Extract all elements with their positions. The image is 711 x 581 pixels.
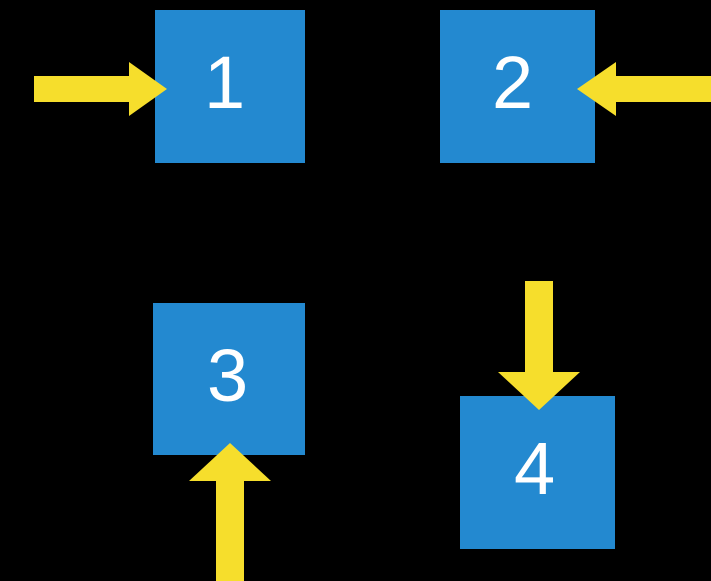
- node-label-2: 2: [492, 41, 534, 124]
- node-box-3[interactable]: [153, 303, 305, 455]
- arrow-left-shape: [577, 62, 711, 116]
- arrow-left-into-node-2: [577, 62, 711, 116]
- arrow-right-into-node-1: [34, 62, 167, 116]
- node-label-4: 4: [514, 427, 556, 510]
- node-box-1[interactable]: [155, 10, 305, 163]
- arrow-down-shape: [498, 281, 580, 410]
- node-box-2[interactable]: [440, 10, 595, 163]
- arrow-up-into-node-3: [189, 443, 271, 581]
- node-box-4[interactable]: [460, 396, 615, 549]
- arrow-right-shape: [34, 62, 167, 116]
- arrow-down-into-node-4: [498, 281, 580, 410]
- node-label-1: 1: [204, 41, 246, 124]
- arrow-up-shape: [189, 443, 271, 581]
- node-label-3: 3: [207, 334, 249, 417]
